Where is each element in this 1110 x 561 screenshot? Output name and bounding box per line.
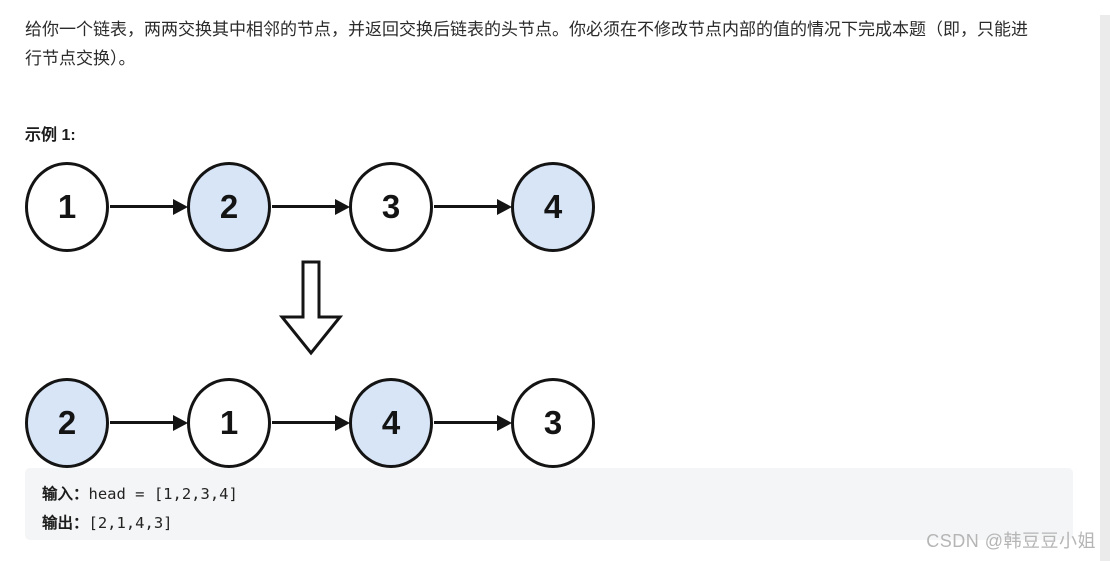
next-pointer-arrow-icon: [433, 415, 512, 431]
input-label: 输入：: [42, 486, 89, 503]
list-node-2: 2: [25, 378, 109, 468]
input-value: head = [1,2,3,4]: [88, 485, 238, 503]
next-pointer-arrow-icon: [271, 415, 350, 431]
problem-description: 给你一个链表，两两交换其中相邻的节点，并返回交换后链表的头节点。你必须在不修改节…: [25, 15, 1085, 73]
list-node-3: 3: [349, 162, 433, 252]
example-output-line: 输出：[2,1,4,3]: [42, 509, 1056, 538]
list-node-4: 4: [511, 162, 595, 252]
description-line-2: 行节点交换）。: [25, 49, 136, 68]
next-pointer-arrow-icon: [109, 199, 188, 215]
description-line-1: 给你一个链表，两两交换其中相邻的节点，并返回交换后链表的头节点。你必须在不修改节…: [25, 20, 1028, 39]
list-node-1: 1: [187, 378, 271, 468]
next-pointer-arrow-icon: [433, 199, 512, 215]
output-value: [2,1,4,3]: [88, 514, 173, 532]
transform-indicator: [278, 260, 1110, 356]
list-node-3: 3: [511, 378, 595, 468]
watermark: CSDN @韩豆豆小姐: [926, 531, 1096, 551]
next-pointer-arrow-icon: [271, 199, 350, 215]
output-label: 输出：: [42, 515, 89, 532]
example-heading: 示例 1:: [25, 127, 76, 144]
next-pointer-arrow-icon: [109, 415, 188, 431]
list-node-2: 2: [187, 162, 271, 252]
example-input-line: 输入：head = [1,2,3,4]: [42, 480, 1056, 509]
list-node-1: 1: [25, 162, 109, 252]
list-node-4: 4: [349, 378, 433, 468]
down-arrow-icon: [278, 260, 344, 356]
problem-page: 给你一个链表，两两交换其中相邻的节点，并返回交换后链表的头节点。你必须在不修改节…: [0, 15, 1110, 561]
scrollbar[interactable]: [1100, 15, 1110, 561]
example-io-block: 输入：head = [1,2,3,4] 输出：[2,1,4,3]: [25, 468, 1073, 540]
